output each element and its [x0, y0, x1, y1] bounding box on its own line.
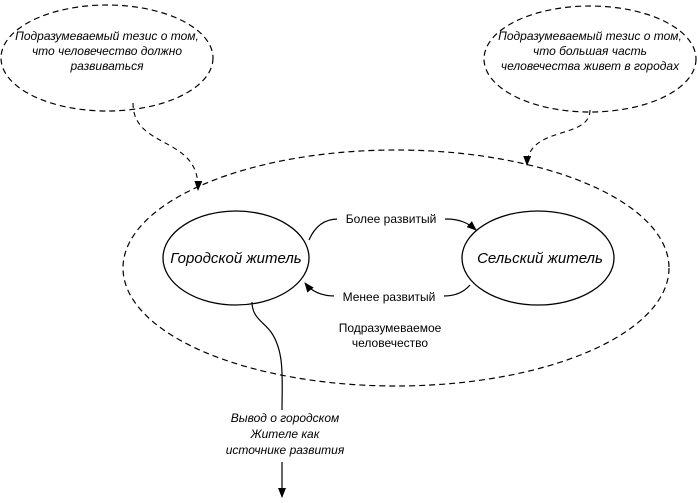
conclusion-line1: Вывод о городском [231, 411, 340, 425]
premise-right-line1: Подразумеваемый тезис о том, [498, 29, 682, 43]
more-developed-label: Более развитый [346, 212, 437, 226]
premise-right-ellipse [483, 5, 697, 113]
premise-left-connector [132, 102, 203, 191]
premise-left-line1: Подразумеваемый тезис о том, [15, 29, 199, 43]
less-developed-label: Менее развитый [343, 290, 436, 304]
premise-right-connector [523, 109, 591, 166]
premise-right-line2: что большая часть [533, 44, 647, 58]
city-resident-ellipse [162, 210, 310, 306]
humanity-label-line1: Подразумеваемое [339, 321, 442, 335]
premise-right-line3: человечества живет в городах [501, 59, 680, 73]
premise-left-line2: что человечество должно [32, 44, 182, 58]
premise-left-line3: развиваться [70, 59, 145, 73]
rural-resident-label: Сельский житель [477, 250, 603, 267]
premise-left-ellipse [0, 4, 214, 112]
conclusion-line2: Жителе как [250, 427, 321, 441]
humanity-label-line2: человечество [352, 336, 429, 350]
humanity-ellipse [122, 149, 670, 387]
city-resident-label: Городской житель [170, 250, 302, 267]
conclusion-line [251, 301, 283, 411]
conclusion-line3: источнике развития [226, 443, 345, 457]
rural-resident-ellipse [461, 210, 615, 306]
